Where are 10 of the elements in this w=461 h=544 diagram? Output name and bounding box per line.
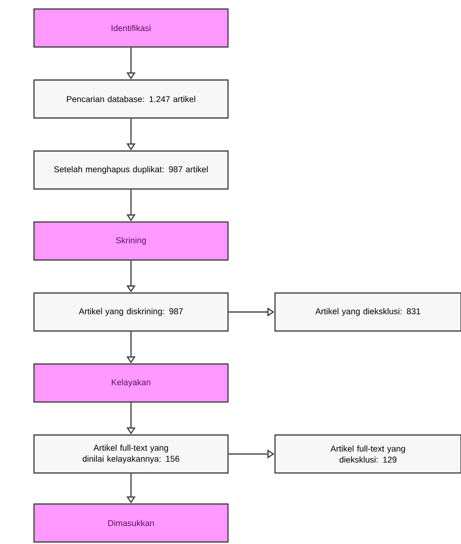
phase-box: Dimasukkan <box>33 503 229 543</box>
process-box: Setelah menghapus duplikat: 987 artikel <box>33 150 229 190</box>
process-box: Artikel yang dieksklusi: 831 <box>274 292 461 332</box>
phase-box: Kelayakan <box>33 363 229 403</box>
process-box: Artikel full-text yang dieksklusi: 129 <box>274 434 461 474</box>
process-box: Pencarian database: 1.247 artikel <box>33 79 229 119</box>
phase-box: Identifikasi <box>33 8 229 48</box>
process-box: Artikel full-text yang dinilai kelayakannya: 156 <box>33 434 229 474</box>
phase-box: Skrining <box>33 221 229 261</box>
process-box: Artikel yang diskrining: 987 <box>33 292 229 332</box>
